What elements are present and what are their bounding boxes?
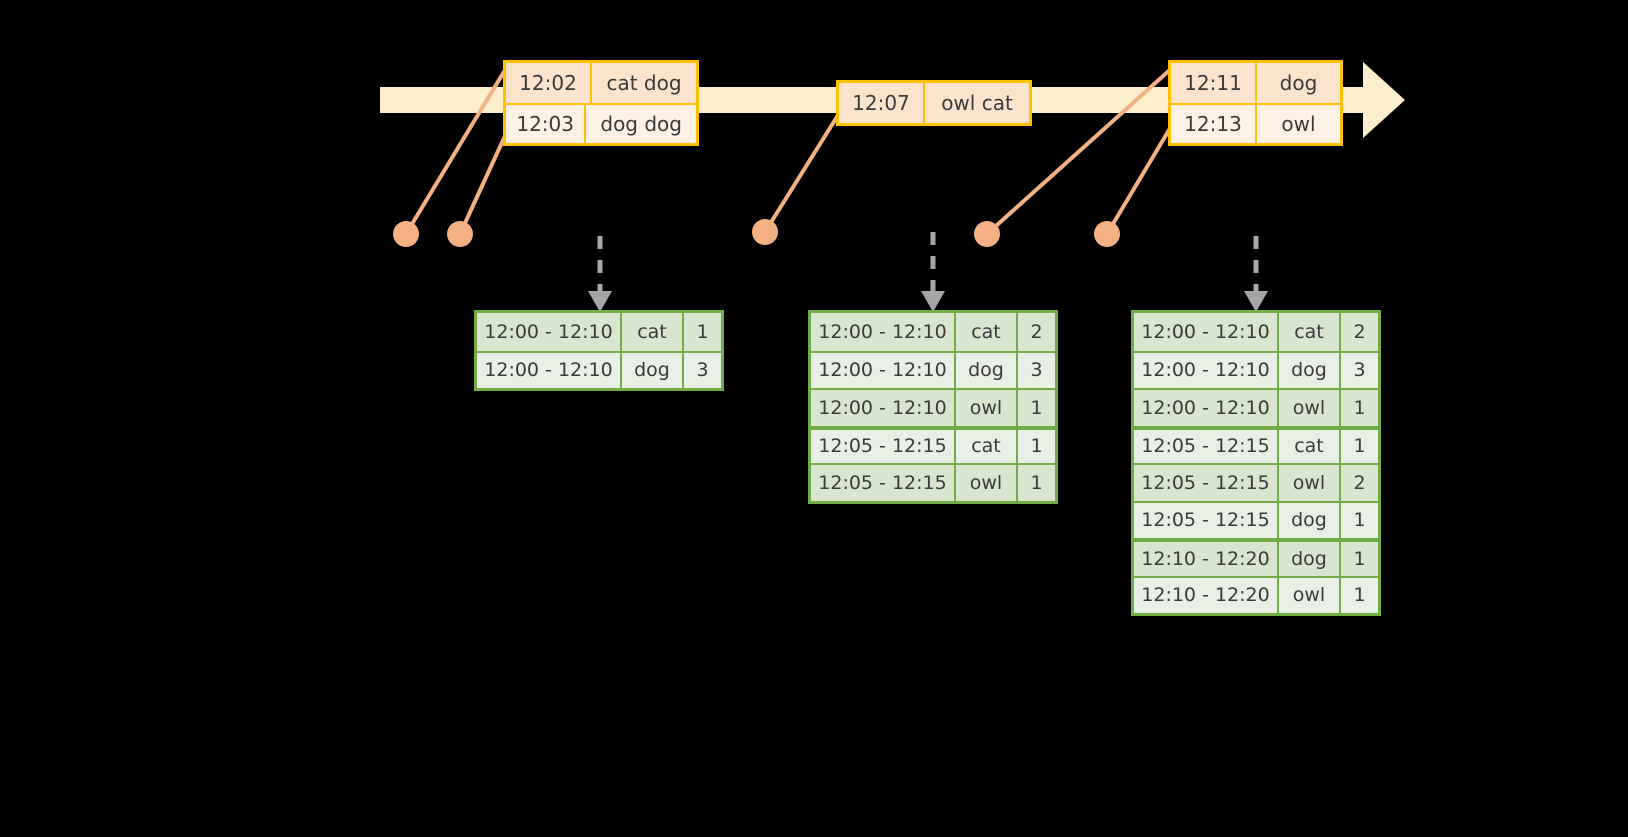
cell-window: 12:00 - 12:10 [811, 390, 956, 426]
cell-window: 12:00 - 12:10 [1134, 352, 1279, 388]
cell-key: cat [1279, 429, 1341, 463]
event-box-3[interactable]: 12:11 dog 12:13 owl [1168, 60, 1343, 146]
cell-key: cat [956, 429, 1018, 463]
dot-12-13 [1094, 221, 1120, 247]
cell-count: 1 [1030, 435, 1043, 458]
cell-key: owl [1279, 465, 1341, 501]
cell-key: dog [622, 352, 684, 388]
cell-window: 12:05 - 12:15 [1134, 429, 1279, 463]
dot-12-03 [447, 221, 473, 247]
cell-window: 12:00 - 12:10 [477, 352, 622, 388]
cell-count: 3 [696, 359, 709, 382]
cell-key: cat [622, 313, 684, 351]
event-row: 12:13 owl [1171, 103, 1340, 143]
cell-window: 12:05 - 12:15 [811, 429, 956, 463]
cell-window: 12:10 - 12:20 [1134, 577, 1279, 613]
event-words: owl [1281, 112, 1316, 136]
down-arrow-3 [1244, 236, 1268, 312]
event-words: dog [1279, 71, 1318, 95]
dot-12-02 [393, 221, 419, 247]
event-time: 12:02 [506, 63, 592, 103]
cell-key: owl [1279, 390, 1341, 426]
cell-count: 2 [1030, 320, 1043, 343]
cell-count: 3 [1353, 359, 1366, 382]
dot-12-07 [752, 219, 778, 245]
event-row: 12:11 dog [1171, 63, 1340, 103]
cell-key: dog [1279, 352, 1341, 388]
cell-count: 3 [1030, 359, 1043, 382]
event-box-2[interactable]: 12:07 owl cat [836, 80, 1032, 126]
cell-window: 12:00 - 12:10 [477, 313, 622, 351]
cell-window: 12:00 - 12:10 [1134, 313, 1279, 351]
event-words: owl cat [941, 91, 1013, 115]
cell-count: 1 [1353, 435, 1366, 458]
cell-window: 12:00 - 12:10 [811, 313, 956, 351]
cell-key: owl [956, 390, 1018, 426]
event-time: 12:13 [1171, 105, 1257, 143]
cell-count: 1 [1353, 396, 1366, 419]
cell-count: 2 [1353, 471, 1366, 494]
cell-count: 1 [1030, 396, 1043, 419]
cell-count: 2 [1353, 320, 1366, 343]
cell-window: 12:10 - 12:20 [1134, 542, 1279, 576]
event-time: 12:07 [839, 83, 925, 123]
cell-key: owl [956, 465, 1018, 501]
event-row: 12:03 dog dog [506, 103, 696, 143]
connector-line-12-07 [763, 110, 842, 234]
dot-12-11 [974, 221, 1000, 247]
cell-count: 1 [696, 320, 709, 343]
event-box-1[interactable]: 12:02 cat dog 12:03 dog dog [503, 60, 699, 146]
cell-window: 12:05 - 12:15 [1134, 465, 1279, 501]
down-arrow-2 [921, 232, 945, 312]
connector-line-12-13 [1105, 123, 1174, 236]
cell-count: 1 [1353, 509, 1366, 532]
cell-key: dog [1279, 502, 1341, 538]
cell-key: cat [1279, 313, 1341, 351]
cell-count: 1 [1353, 584, 1366, 607]
cell-key: dog [956, 352, 1018, 388]
event-words: dog dog [600, 112, 682, 136]
event-words: cat dog [606, 71, 682, 95]
cell-window: 12:05 - 12:15 [811, 465, 956, 501]
connector-line-12-02 [404, 68, 507, 236]
event-row: 12:02 cat dog [506, 63, 696, 103]
cell-window: 12:05 - 12:15 [1134, 502, 1279, 538]
cell-key: dog [1279, 542, 1341, 576]
down-arrow-1 [588, 236, 612, 312]
event-row: 12:07 owl cat [839, 83, 1029, 123]
event-time: 12:11 [1171, 63, 1257, 103]
cell-count: 1 [1030, 471, 1043, 494]
event-time: 12:03 [506, 105, 587, 143]
cell-window: 12:00 - 12:10 [811, 352, 956, 388]
cell-key: cat [956, 313, 1018, 351]
cell-window: 12:00 - 12:10 [1134, 390, 1279, 426]
cell-key: owl [1279, 577, 1341, 613]
cell-count: 1 [1353, 547, 1366, 570]
